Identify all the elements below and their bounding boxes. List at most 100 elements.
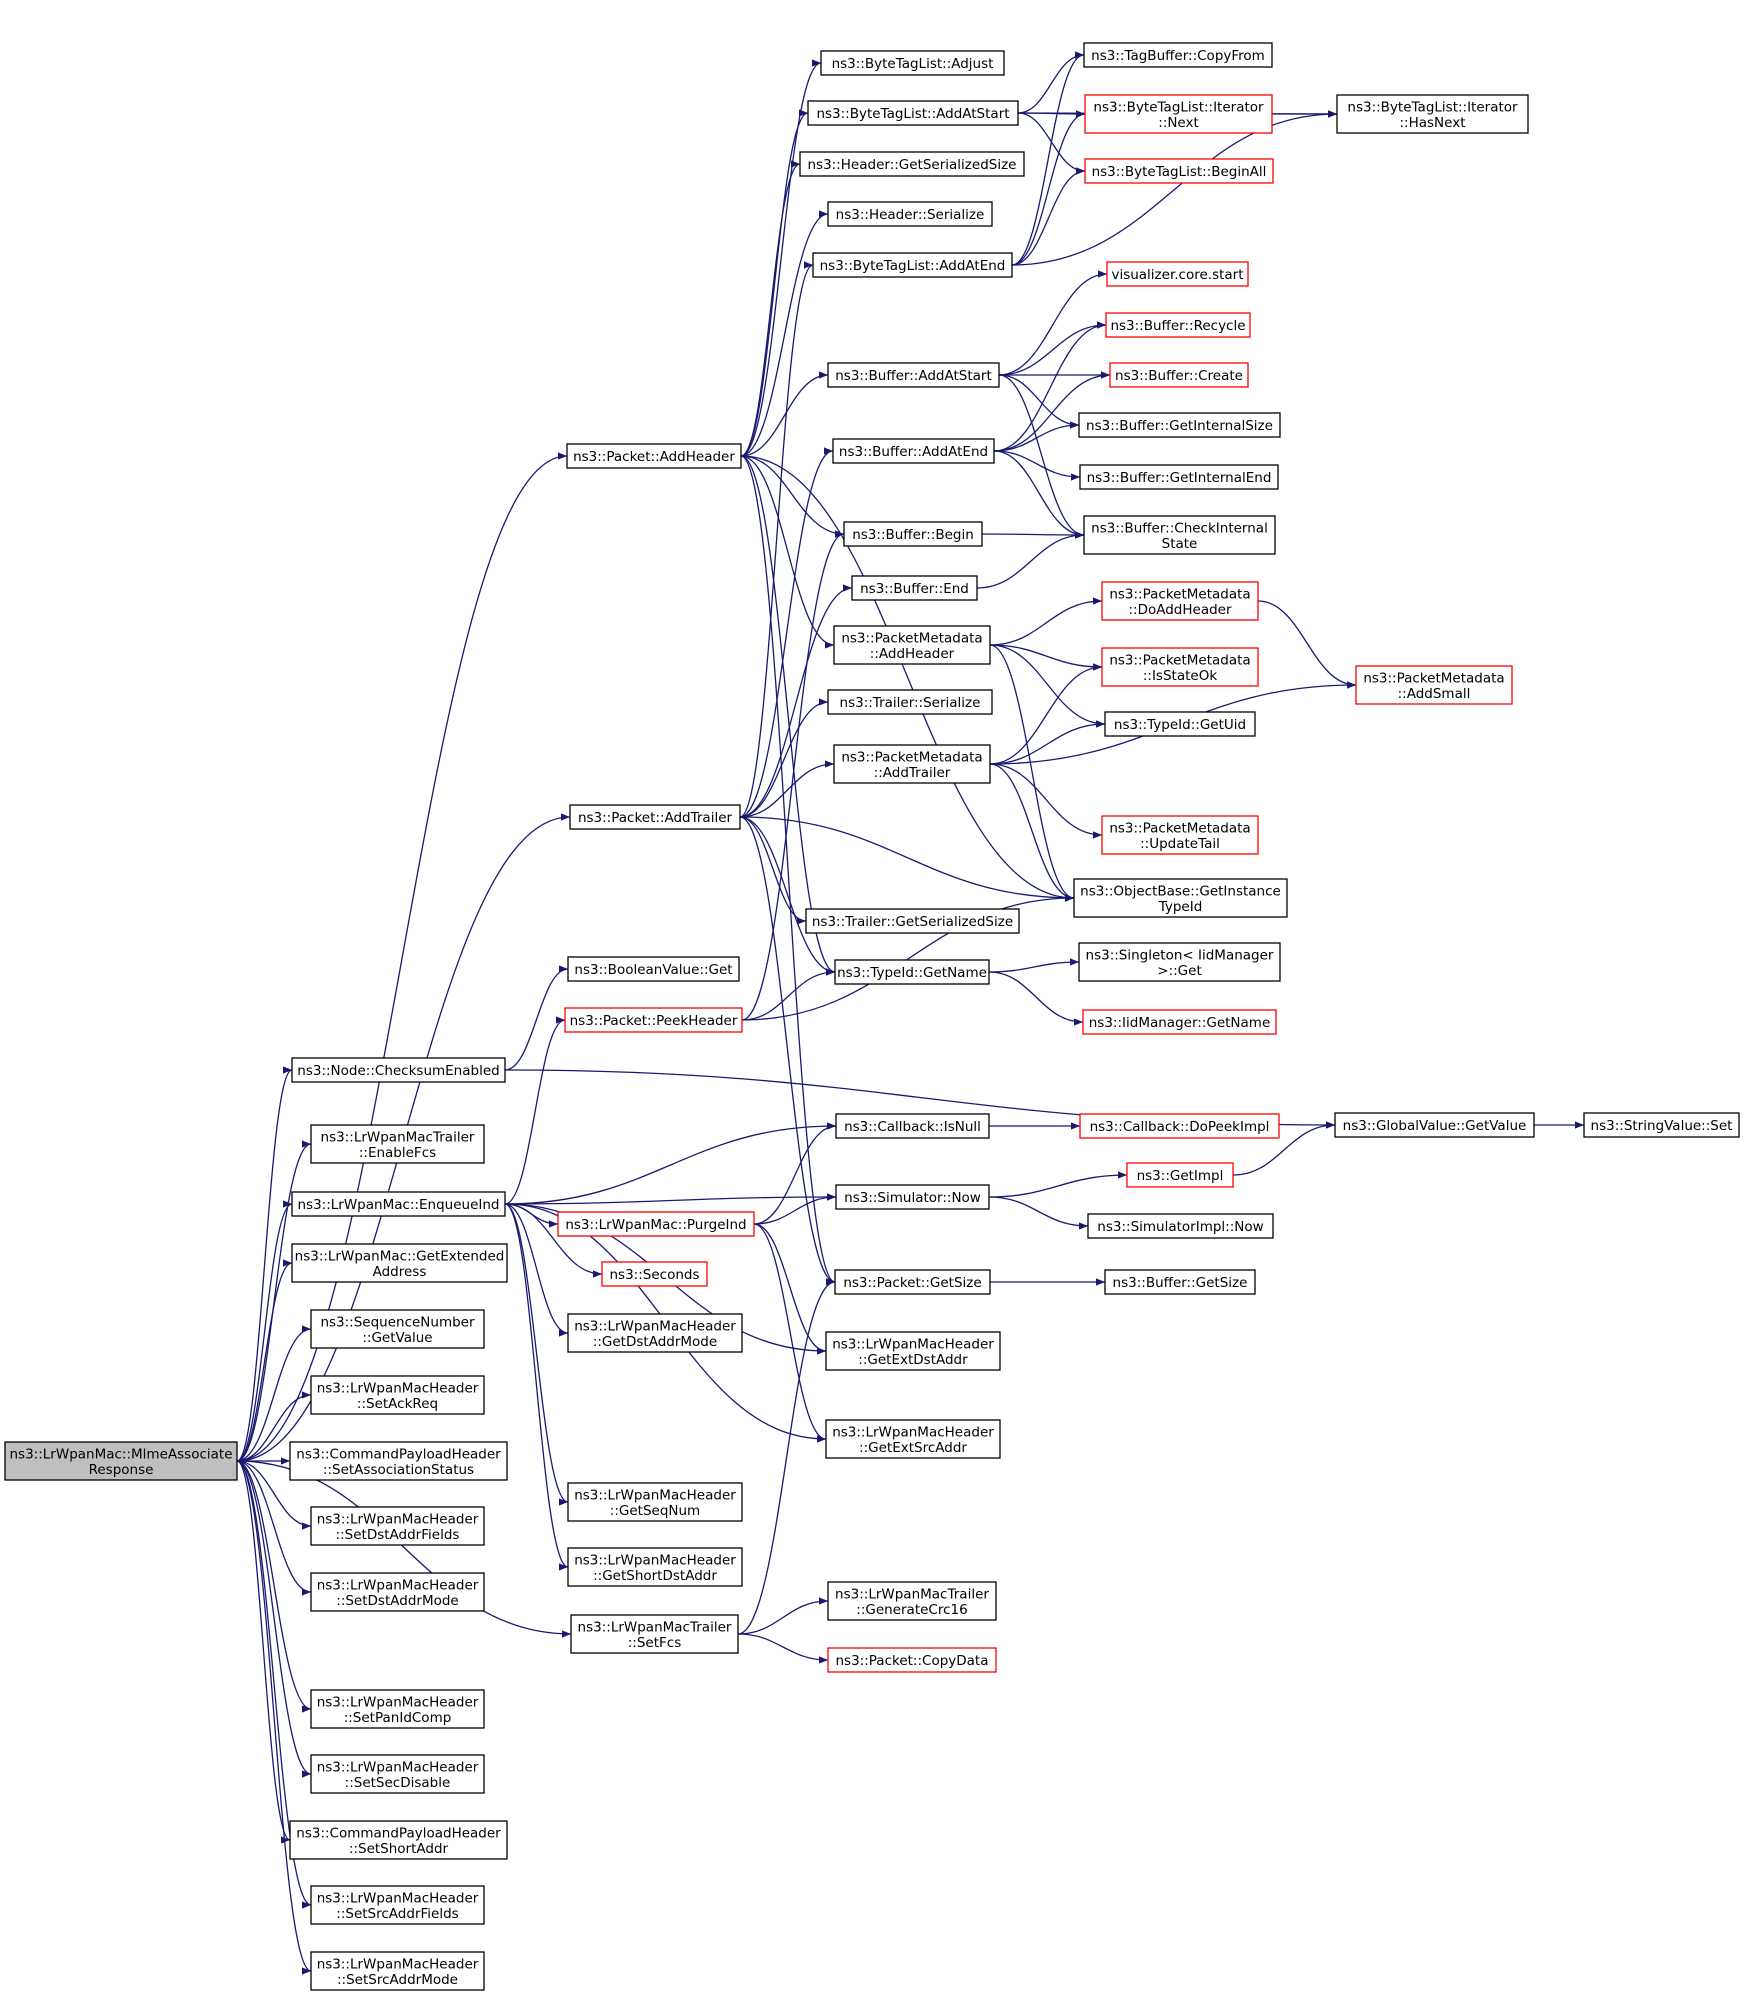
node-bufGetInternalSize[interactable]: ns3::Buffer::GetInternalSize <box>1078 412 1281 438</box>
node-bufAddAtStart[interactable]: ns3::Buffer::AddAtStart <box>827 362 1000 388</box>
node-btlItNext[interactable]: ns3::ByteTagList::Iterator::Next <box>1084 94 1273 134</box>
node-label: ns3::LrWpanMacTrailer <box>578 1619 732 1635</box>
node-setSrcAddrFields[interactable]: ns3::LrWpanMacHeader::SetSrcAddrFields <box>310 1885 485 1925</box>
node-tbCopyFrom[interactable]: ns3::TagBuffer::CopyFrom <box>1083 42 1273 68</box>
node-setSrcAddrMode[interactable]: ns3::LrWpanMacHeader::SetSrcAddrMode <box>310 1951 485 1991</box>
node-tidGetUid[interactable]: ns3::TypeId::GetUid <box>1104 711 1256 737</box>
node-label: ns3::Packet::AddTrailer <box>578 810 733 826</box>
node-getImpl[interactable]: ns3::GetImpl <box>1126 1162 1234 1188</box>
node-trlGetSize[interactable]: ns3::Trailer::GetSerializedSize <box>805 908 1020 934</box>
node-label: ns3::StringValue::Set <box>1591 1118 1733 1134</box>
node-peekHeader[interactable]: ns3::Packet::PeekHeader <box>564 1007 743 1033</box>
node-box <box>1105 312 1251 338</box>
node-seqGetValue[interactable]: ns3::SequenceNumber::GetValue <box>310 1309 485 1349</box>
node-setDstAddrMode[interactable]: ns3::LrWpanMacHeader::SetDstAddrMode <box>310 1572 485 1612</box>
node-genCrc16[interactable]: ns3::LrWpanMacTrailer::GenerateCrc16 <box>827 1581 997 1621</box>
node-setDstAddrFields[interactable]: ns3::LrWpanMacHeader::SetDstAddrFields <box>310 1506 485 1546</box>
node-box <box>1101 815 1259 855</box>
node-pmDoAddHeader[interactable]: ns3::PacketMetadata::DoAddHeader <box>1101 581 1259 621</box>
node-setSecDisable[interactable]: ns3::LrWpanMacHeader::SetSecDisable <box>310 1754 485 1794</box>
node-pmAddHeader[interactable]: ns3::PacketMetadata::AddHeader <box>833 625 991 665</box>
node-pmAddTrailer[interactable]: ns3::PacketMetadata::AddTrailer <box>833 744 991 784</box>
node-purgeInd[interactable]: ns3::LrWpanMac::PurgeInd <box>557 1211 755 1237</box>
node-checksum[interactable]: ns3::Node::ChecksumEnabled <box>291 1057 506 1083</box>
edge-addHeader-to-bufAddAtStart <box>740 371 829 457</box>
node-boolGet[interactable]: ns3::BooleanValue::Get <box>567 956 740 982</box>
node-bufAddAtEnd[interactable]: ns3::Buffer::AddAtEnd <box>832 438 995 464</box>
node-trlSerialize[interactable]: ns3::Trailer::Serialize <box>827 689 993 715</box>
node-addHeader[interactable]: ns3::Packet::AddHeader <box>566 443 742 469</box>
node-getSeqNum[interactable]: ns3::LrWpanMacHeader::GetSeqNum <box>567 1482 743 1522</box>
node-hdrSerialize[interactable]: ns3::Header::Serialize <box>827 201 993 227</box>
node-bufBegin[interactable]: ns3::Buffer::Begin <box>843 521 983 547</box>
node-getExtSrcAddr[interactable]: ns3::LrWpanMacHeader::GetExtSrcAddr <box>825 1419 1001 1459</box>
edge-addHeader-to-btlAdjust <box>740 59 822 457</box>
node-label: ns3::LrWpanMacHeader <box>574 1552 736 1568</box>
edge-pmAddTrailer-to-pmUpdateTail <box>989 763 1103 839</box>
node-label: ::AddSmall <box>1398 686 1471 702</box>
node-btlItHasNext[interactable]: ns3::ByteTagList::Iterator::HasNext <box>1336 94 1529 134</box>
node-simImplNow[interactable]: ns3::SimulatorImpl::Now <box>1087 1213 1274 1239</box>
node-cbIsNull[interactable]: ns3::Callback::IsNull <box>835 1113 990 1139</box>
node-enqueueInd[interactable]: ns3::LrWpanMac::EnqueueInd <box>291 1191 506 1217</box>
node-seconds[interactable]: ns3::Seconds <box>601 1261 708 1287</box>
node-label: ns3::LrWpanMacHeader <box>574 1318 736 1334</box>
node-setPanIdComp[interactable]: ns3::LrWpanMacHeader::SetPanIdComp <box>310 1689 485 1729</box>
node-btlAdjust[interactable]: ns3::ByteTagList::Adjust <box>820 50 1005 76</box>
node-box <box>310 1375 485 1415</box>
node-label: ns3::LrWpanMac::EnqueueInd <box>297 1197 499 1213</box>
node-box <box>1079 1113 1280 1139</box>
node-box <box>291 1243 508 1283</box>
node-label: ::AddHeader <box>870 646 955 662</box>
node-pmIsStateOk[interactable]: ns3::PacketMetadata::IsStateOk <box>1101 647 1259 687</box>
node-btlAddAtStart[interactable]: ns3::ByteTagList::AddAtStart <box>807 100 1019 126</box>
node-setShortAddr[interactable]: ns3::CommandPayloadHeader::SetShortAddr <box>289 1820 508 1860</box>
node-bufGetInternalEnd[interactable]: ns3::Buffer::GetInternalEnd <box>1079 464 1279 490</box>
node-singletonGet[interactable]: ns3::Singleton< IidManager>::Get <box>1078 942 1281 982</box>
node-btlBeginAll[interactable]: ns3::ByteTagList::BeginAll <box>1084 158 1274 184</box>
node-vizStart[interactable]: visualizer.core.start <box>1106 261 1249 287</box>
node-bufRecycle[interactable]: ns3::Buffer::Recycle <box>1105 312 1251 338</box>
node-getExtDstAddr[interactable]: ns3::LrWpanMacHeader::GetExtDstAddr <box>825 1331 1001 1371</box>
node-getShortDstAddr[interactable]: ns3::LrWpanMacHeader::GetShortDstAddr <box>567 1547 743 1587</box>
node-pmUpdateTail[interactable]: ns3::PacketMetadata::UpdateTail <box>1101 815 1259 855</box>
node-box <box>310 1309 485 1349</box>
node-box <box>1082 1009 1277 1035</box>
node-setAssocStatus[interactable]: ns3::CommandPayloadHeader::SetAssociatio… <box>289 1441 508 1481</box>
node-setAckReq[interactable]: ns3::LrWpanMacHeader::SetAckReq <box>310 1375 485 1415</box>
node-label: ns3::Buffer::AddAtStart <box>835 368 992 384</box>
node-gvGetValue[interactable]: ns3::GlobalValue::GetValue <box>1334 1112 1535 1138</box>
node-bufGetSize[interactable]: ns3::Buffer::GetSize <box>1104 1269 1256 1295</box>
node-btlAddAtEnd[interactable]: ns3::ByteTagList::AddAtEnd <box>812 252 1013 278</box>
node-copyData[interactable]: ns3::Packet::CopyData <box>827 1647 997 1673</box>
node-pktGetSize[interactable]: ns3::Packet::GetSize <box>834 1269 991 1295</box>
node-label: ns3::Singleton< IidManager <box>1086 947 1274 963</box>
node-label: ns3::Packet::AddHeader <box>573 449 735 465</box>
node-bufCreate[interactable]: ns3::Buffer::Create <box>1109 362 1249 388</box>
node-bufEnd[interactable]: ns3::Buffer::End <box>851 575 978 601</box>
node-simNow[interactable]: ns3::Simulator::Now <box>835 1184 990 1210</box>
node-hdrGetSize[interactable]: ns3::Header::GetSerializedSize <box>799 151 1025 177</box>
node-pmAddSmall[interactable]: ns3::PacketMetadata::AddSmall <box>1355 665 1513 705</box>
node-enableFcs[interactable]: ns3::LrWpanMacTrailer::EnableFcs <box>310 1124 485 1164</box>
node-svSet[interactable]: ns3::StringValue::Set <box>1583 1112 1740 1138</box>
node-box <box>832 438 995 464</box>
node-box <box>812 252 1013 278</box>
node-label: ::SetSrcAddrFields <box>336 1906 458 1922</box>
node-box <box>566 443 742 469</box>
node-tidGetName[interactable]: ns3::TypeId::GetName <box>834 959 990 985</box>
node-cbDoPeekImpl[interactable]: ns3::Callback::DoPeekImpl <box>1079 1113 1280 1139</box>
node-iidGetName[interactable]: ns3::IidManager::GetName <box>1082 1009 1277 1035</box>
edge-addHeader-to-pmAddHeader <box>740 455 835 649</box>
node-addTrailer[interactable]: ns3::Packet::AddTrailer <box>569 804 741 830</box>
edges-layer <box>236 51 1584 1975</box>
edge-addTrailer-to-btlAddAtEnd <box>739 261 814 818</box>
node-box <box>1078 942 1281 982</box>
node-getDstAddrMode[interactable]: ns3::LrWpanMacHeader::GetDstAddrMode <box>567 1313 743 1353</box>
node-setFcs[interactable]: ns3::LrWpanMacTrailer::SetFcs <box>570 1614 739 1654</box>
edge-purgeInd-to-cbIsNull <box>753 1122 837 1225</box>
